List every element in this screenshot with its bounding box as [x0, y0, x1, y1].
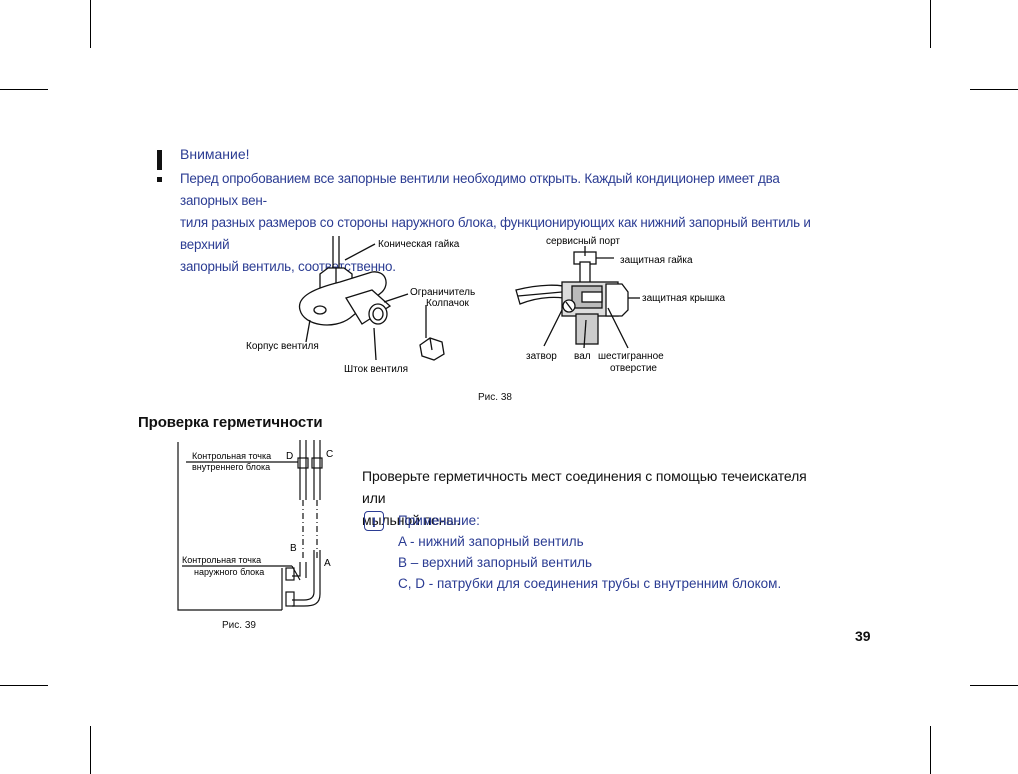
label-flare-nut: Коническая гайка — [378, 239, 460, 250]
label-valve-body: Корпус вентиля — [246, 341, 319, 352]
label-valve-stem: Шток вентиля — [344, 364, 408, 375]
figure-39-diagram: Контрольная точка внутреннего блока Конт… — [177, 440, 333, 611]
label-letter-c: C — [326, 449, 333, 460]
warning-title: Внимание! — [180, 146, 250, 162]
label-shaft: вал — [574, 351, 591, 362]
crop-mark — [970, 685, 1018, 686]
check-line: Проверьте герметичность мест соединения … — [362, 468, 807, 506]
warning-icon-dot — [157, 177, 162, 182]
label-service-port: сервисный порт — [546, 236, 620, 247]
note-item: C, D - патрубки для соединения трубы с в… — [398, 576, 782, 591]
crop-mark — [90, 0, 91, 48]
crop-mark — [930, 726, 931, 774]
note-block: Примечание: A - нижний запорный вентиль … — [398, 510, 781, 594]
crop-mark — [970, 89, 1018, 90]
note-item: B – верхний запорный вентиль — [398, 555, 593, 570]
crop-mark — [930, 0, 931, 48]
note-title: Примечание: — [398, 513, 480, 528]
label-cap: Колпачок — [426, 298, 470, 309]
label-outdoor-point: Контрольная точка — [182, 555, 261, 565]
crop-mark — [0, 89, 48, 90]
check-text: Проверьте герметичность мест соединения … — [362, 465, 832, 531]
label-letter-d: D — [286, 451, 293, 462]
page-number: 39 — [855, 628, 871, 644]
figure-39-caption: Рис. 39 — [222, 620, 256, 631]
warning-text: Перед опробованием все запорные вентили … — [180, 168, 840, 278]
label-letter-b: B — [290, 543, 297, 554]
section-title: Проверка герметичности — [138, 414, 323, 431]
figure-38-caption: Рис. 38 — [478, 392, 512, 403]
figure-38-diagram: Коническая гайка Ограничитель Колпачок К… — [246, 236, 726, 375]
crop-mark — [90, 726, 91, 774]
warning-line: тиля разных размеров со стороны наружног… — [180, 215, 811, 252]
label-hex-hole: шестигранное — [598, 351, 664, 362]
label-gate: затвор — [526, 351, 557, 362]
label-hex-hole: отверстие — [610, 363, 657, 374]
check-line: мыльной пены. — [362, 512, 461, 528]
label-protective-nut: защитная гайка — [620, 255, 693, 266]
crop-mark — [0, 685, 48, 686]
label-letter-a: A — [324, 558, 331, 569]
label-indoor-point: внутреннего блока — [192, 462, 270, 472]
warning-icon — [157, 150, 162, 170]
warning-line: Перед опробованием все запорные вентили … — [180, 171, 780, 208]
note-icon: ! — [364, 511, 384, 531]
label-protective-cap: защитная крышка — [642, 293, 726, 304]
note-item: A - нижний запорный вентиль — [398, 534, 584, 549]
label-outdoor-point: наружного блока — [194, 567, 264, 577]
label-indoor-point: Контрольная точка — [192, 451, 271, 461]
label-limiter: Ограничитель — [410, 287, 475, 298]
